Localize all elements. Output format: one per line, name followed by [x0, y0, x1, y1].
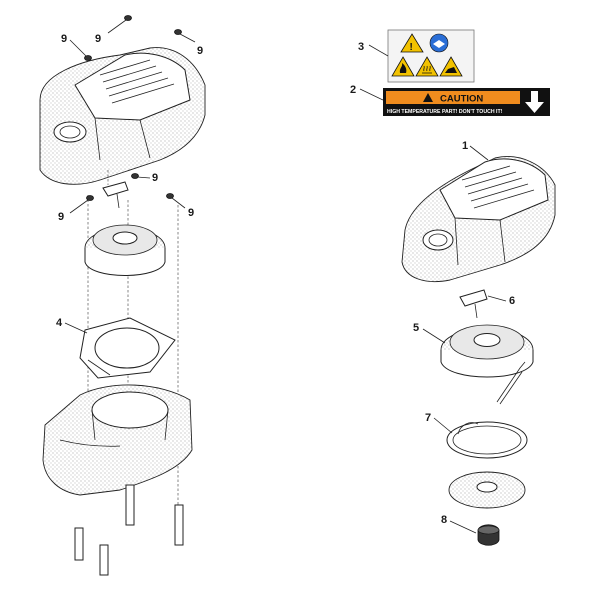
screw-top-right: [174, 29, 182, 35]
starter-rope-spring: [446, 361, 528, 459]
callout-2: 2: [350, 84, 356, 96]
screw-top-mid: [124, 15, 132, 21]
callout-9-top-left: 9: [61, 33, 67, 45]
left-starter-handle: [102, 181, 129, 209]
svg-text:!: !: [410, 42, 413, 53]
callout-4: 4: [56, 317, 63, 329]
screw-mid-left: [86, 195, 94, 201]
screw-mid-center: [131, 173, 139, 179]
caution-subtitle: HIGH TEMPERATURE PART! DON'T TOUCH IT!: [387, 109, 503, 115]
right-engine-cover: [401, 156, 556, 282]
callout-9-top-mid: 9: [95, 33, 101, 45]
left-cover-vents: [99, 59, 175, 104]
callout-9-top-right: 9: [197, 45, 203, 57]
left-leader-lines: [64, 19, 196, 334]
caution-label: CAUTION HIGH TEMPERATURE PART! DON'T TOU…: [383, 88, 550, 116]
callout-9-mid-left: 9: [58, 211, 64, 223]
callout-6: 6: [509, 295, 515, 307]
callout-5: 5: [413, 322, 419, 334]
hand-crush-icon: [439, 56, 463, 77]
callout-1: 1: [462, 140, 468, 152]
pulley-cap: [477, 524, 500, 546]
left-stud-bolts: [74, 484, 184, 576]
callout-9-mid-right: 9: [188, 207, 194, 219]
left-gasket-plate: [79, 317, 176, 379]
callout-8: 8: [441, 514, 447, 526]
recoil-pulley: [448, 471, 526, 509]
screw-mid-right: [166, 193, 174, 199]
warning-exclamation-icon: [400, 33, 424, 53]
right-leader-lines: [359, 44, 507, 534]
right-cover-vents: [461, 165, 535, 209]
caution-title: CAUTION: [440, 94, 483, 105]
callout-9-mid-center: 9: [152, 172, 158, 184]
callout-7: 7: [425, 412, 431, 424]
screw-top-left: [84, 55, 92, 61]
left-starter-housing: [84, 224, 166, 276]
right-starter-handle: [459, 289, 488, 319]
left-blower-housing: [42, 384, 193, 496]
down-arrow-icon: [525, 91, 544, 113]
warning-pictogram-label: !: [387, 29, 475, 83]
right-starter-housing: [440, 324, 534, 378]
callout-3: 3: [358, 41, 364, 53]
left-engine-cover: [39, 47, 206, 185]
caution-triangle-icon: [423, 93, 433, 102]
